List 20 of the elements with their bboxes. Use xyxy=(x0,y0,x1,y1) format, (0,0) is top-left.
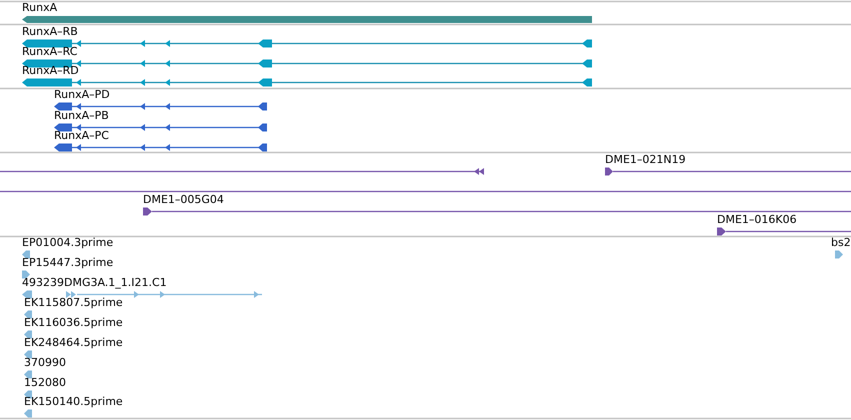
feature-label: EK116036.5prime xyxy=(24,316,123,329)
feature-label: EK115807.5prime xyxy=(24,296,123,309)
feature-label: DME1–005G04 xyxy=(143,193,224,206)
feature-label: RunxA–RD xyxy=(22,64,79,77)
feature-label: DME1–021N19 xyxy=(605,153,686,166)
feature-label: RunxA xyxy=(22,1,58,14)
feature-label: RunxA–RC xyxy=(22,45,78,58)
feature-label: 370990 xyxy=(24,356,66,369)
feature-label: RunxA–PB xyxy=(54,109,109,122)
feature-label: RunxA–PD xyxy=(54,88,110,101)
feature-label: RunxA–RB xyxy=(22,25,78,38)
feature-label: 493239DMG3A.1_1.I21.C1 xyxy=(22,276,167,289)
feature-label: EK150140.5prime xyxy=(24,395,123,408)
feature-label: DME1–016K06 xyxy=(717,213,797,226)
feature-label: EP15447.3prime xyxy=(22,256,114,269)
feature-label: EK248464.5prime xyxy=(24,336,123,349)
feature-label: EP01004.3prime xyxy=(22,236,114,249)
feature-label: 152080 xyxy=(24,376,66,389)
feature-label: RunxA–PC xyxy=(54,129,109,142)
feature-label: bs2 xyxy=(831,236,851,249)
